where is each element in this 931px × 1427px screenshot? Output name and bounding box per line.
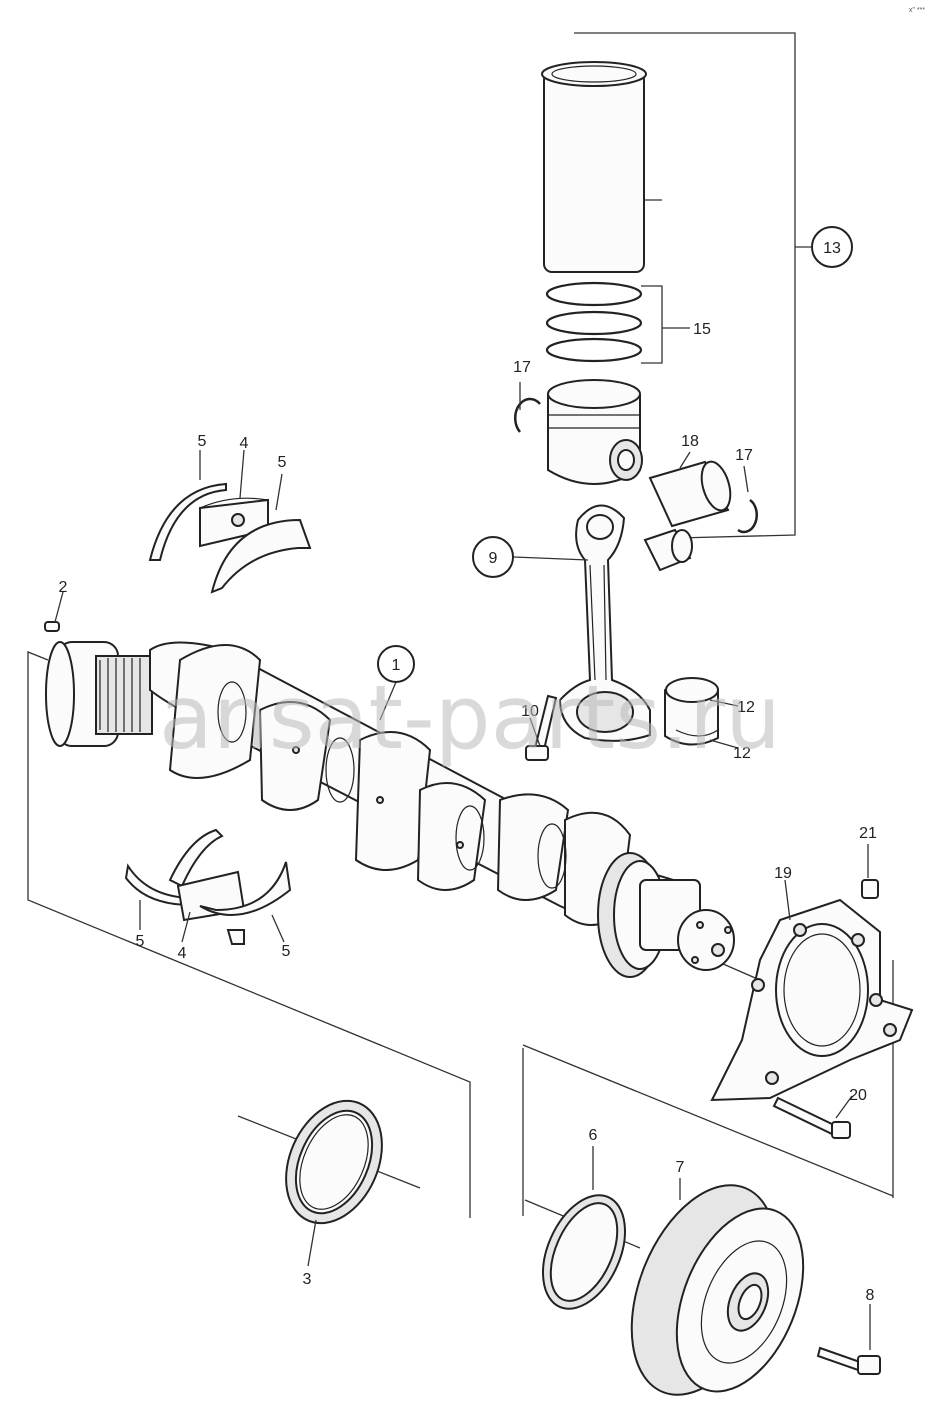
callout-15: 15: [693, 321, 711, 338]
callout-7: 7: [676, 1159, 685, 1176]
callout-3: 3: [303, 1271, 312, 1288]
rear-seal-housing: [710, 898, 914, 1102]
callout-17-left: 17: [513, 359, 531, 376]
callout-18: 18: [681, 433, 699, 450]
connecting-rod: [558, 504, 651, 742]
callout-6: 6: [589, 1127, 598, 1144]
crankshaft: [45, 641, 735, 978]
callout-5-lower-right: 5: [282, 943, 291, 960]
callout-labels: 1 2 3 4 4 5 5 5 5 6 7 8 9 10 12 12 13 15…: [59, 240, 877, 1304]
callout-12-lower: 12: [733, 745, 751, 762]
piston-pin: [648, 460, 732, 528]
rod-bolt: [525, 694, 558, 761]
lower-main-bearing: [124, 828, 292, 945]
callout-19: 19: [774, 865, 792, 882]
callout-13: 13: [823, 240, 841, 257]
callout-5-upper-left: 5: [198, 433, 207, 450]
callout-10: 10: [521, 703, 539, 720]
callout-ring-9: [472, 536, 514, 578]
watermark-text: ansat-parts.ru: [159, 666, 781, 769]
callout-4-upper: 4: [240, 435, 249, 452]
front-seal: [285, 1099, 383, 1225]
upper-main-bearing: [148, 482, 312, 594]
callout-2: 2: [59, 579, 68, 596]
callout-17-right: 17: [735, 447, 753, 464]
leader-lines: [54, 382, 871, 1350]
piston: [547, 379, 643, 485]
callout-5-lower-left: 5: [136, 933, 145, 950]
damper-bolt: [816, 1346, 881, 1375]
rod-bearing-shells: [664, 677, 719, 746]
callout-9: 9: [489, 550, 498, 567]
snap-ring-right: [737, 498, 758, 534]
cylinder-liner: [541, 61, 662, 273]
rear-seal: [542, 1194, 626, 1310]
vibration-damper: [630, 1184, 805, 1396]
dowel-pin: [44, 621, 60, 632]
callout-ring-13: [811, 226, 853, 268]
housing-bolt: [772, 1096, 851, 1139]
callout-5-upper-right: 5: [278, 454, 287, 471]
housing-plug: [861, 879, 879, 899]
callout-20: 20: [849, 1087, 867, 1104]
snap-ring-left: [514, 397, 541, 433]
corner-mark: x" ***: [909, 7, 925, 14]
small-end-bushing: [643, 528, 693, 572]
callout-8: 8: [866, 1287, 875, 1304]
callout-1: 1: [392, 657, 401, 674]
callout-21: 21: [859, 825, 877, 842]
callout-12-upper: 12: [737, 699, 755, 716]
piston-rings: [545, 281, 643, 363]
callout-4-lower: 4: [178, 945, 187, 962]
callout-ring-1: [377, 645, 415, 683]
